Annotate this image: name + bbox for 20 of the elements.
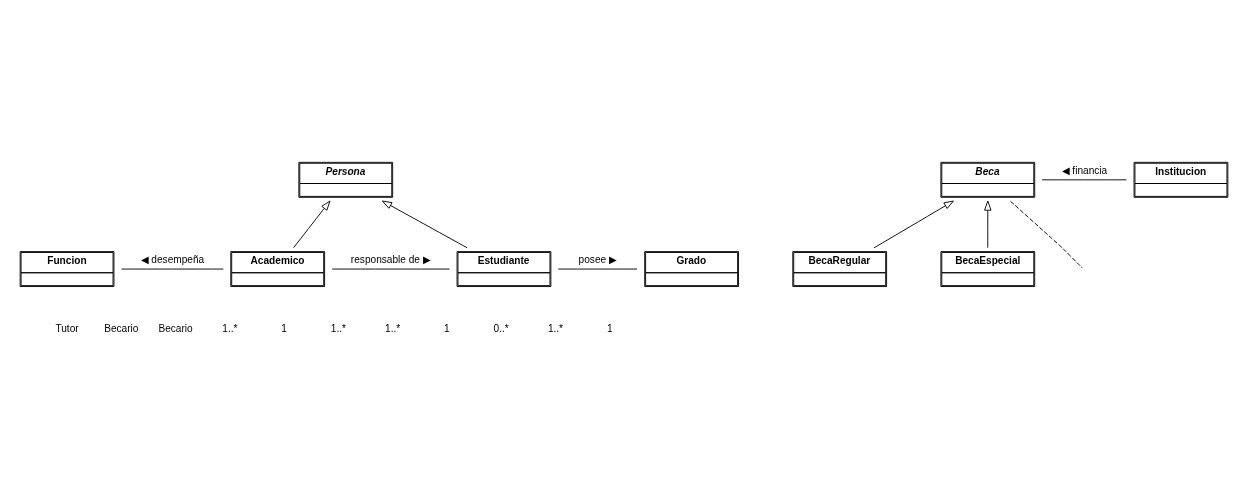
label: 0..* — [493, 322, 509, 334]
label: 1..* — [330, 322, 346, 334]
edge-label: posee ▶ — [578, 253, 617, 265]
label: 1..* — [547, 322, 564, 334]
label: 1..* — [385, 322, 401, 334]
arrow — [382, 200, 468, 248]
edge-label: responsable de ▶ — [350, 253, 431, 265]
label: 1..* — [222, 322, 238, 334]
label: 1 — [281, 322, 287, 334]
arrow — [873, 200, 954, 248]
edge-label: ◀ financia — [1061, 164, 1108, 176]
label: Becario — [104, 322, 139, 334]
connector — [1010, 200, 1083, 269]
label: Becario — [158, 322, 193, 334]
label: Tutor — [55, 322, 79, 334]
label: 1 — [444, 322, 450, 334]
label: 1 — [606, 322, 613, 334]
edge-label: ◀ desempeña — [140, 253, 205, 265]
arrow — [984, 200, 992, 248]
arrow — [293, 200, 331, 248]
